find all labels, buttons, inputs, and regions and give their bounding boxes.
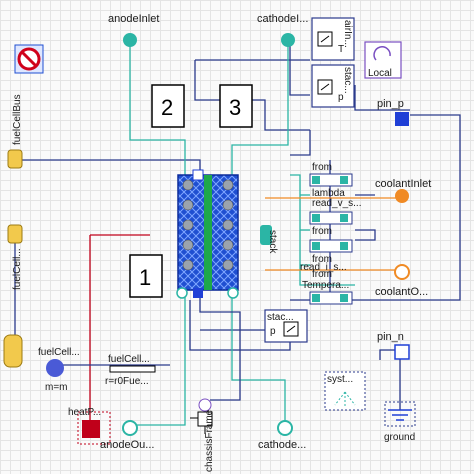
mass-ball-icon (46, 359, 64, 377)
svg-text:Tempera...: Tempera... (302, 280, 349, 291)
coolant-inlet-port[interactable] (395, 189, 409, 203)
svg-text:2: 2 (161, 95, 173, 120)
from-block-temperature[interactable]: from Tempera... (302, 269, 353, 305)
stack-cooling-block[interactable] (260, 225, 272, 245)
region-box-3: 3 (219, 84, 253, 128)
svg-text:m=m: m=m (45, 382, 68, 393)
pin-p-label: pin_p (377, 98, 404, 110)
cathode-inlet-label: cathodeI... (257, 13, 308, 25)
local-block[interactable]: Local (364, 41, 402, 79)
svg-text:fuelCellBus: fuelCellBus (12, 94, 23, 145)
electric-bus-plug[interactable] (3, 334, 23, 368)
local-arrow-icon (373, 46, 391, 61)
region-box-1: 1 (129, 254, 163, 298)
svg-text:stac...: stac... (267, 312, 294, 323)
fuel-cell-stack[interactable] (176, 169, 239, 299)
sensor-gauge-icon (317, 31, 333, 47)
anode-outlet-port[interactable] (122, 420, 138, 436)
pin-n-port[interactable] (394, 344, 410, 360)
pin-n-label: pin_n (377, 331, 404, 343)
fuel-cell-mass[interactable]: fuelCell... m=m (38, 347, 80, 393)
sensor-gauge-icon (283, 321, 299, 337)
chassis-icon[interactable]: chassisFrame (190, 398, 215, 472)
svg-text:chassisFrame: chassisFrame (204, 409, 215, 472)
svg-text:read_i_s...: read_i_s... (300, 262, 347, 273)
from-block-read-v[interactable]: read_v_s... from (309, 198, 361, 237)
svg-text:from: from (312, 254, 332, 265)
system-block[interactable]: syst... (324, 371, 366, 411)
svg-text:Local: Local (368, 68, 392, 79)
electric-wires (55, 295, 400, 401)
svg-text:T: T (338, 44, 344, 55)
svg-text:read_v_s...: read_v_s... (312, 198, 361, 209)
pin-p-port[interactable] (395, 112, 409, 126)
anode-inlet-port[interactable] (123, 33, 137, 47)
svg-text:stac...: stac... (342, 67, 353, 94)
gas-wires (129, 40, 355, 426)
svg-text:from: from (312, 226, 332, 237)
from-block-read-i[interactable]: from read_i_s... (300, 239, 353, 273)
cathode-outlet-label: cathode... (258, 439, 306, 451)
stack-pressure-sensor[interactable]: stac... p (311, 64, 355, 108)
from-block-lambda[interactable]: from lambda (309, 162, 353, 199)
fuel-cell-resistor[interactable]: fuelCell... r=r0Fue... (105, 354, 156, 387)
svg-text:from: from (312, 162, 332, 173)
svg-text:3: 3 (229, 95, 241, 120)
svg-text:r=r0Fue...: r=r0Fue... (105, 376, 149, 387)
coolant-outlet-label: coolantO... (375, 286, 428, 298)
cathode-outlet-port[interactable] (277, 420, 293, 436)
svg-text:p: p (270, 326, 276, 337)
svg-text:airIn...: airIn... (342, 20, 353, 48)
cathode-inlet-port[interactable] (281, 33, 295, 47)
heat-port-icon[interactable]: heatP... (68, 407, 111, 445)
svg-text:heatP...: heatP... (68, 407, 101, 418)
sensor-gauge-icon (317, 79, 333, 95)
stop-sign-icon[interactable] (14, 44, 44, 74)
svg-text:ground: ground (384, 432, 415, 443)
anode-inlet-label: anodeInlet (108, 13, 159, 25)
resistor-icon (109, 365, 156, 373)
coolant-inlet-label: coolantInlet (375, 178, 431, 190)
anode-outlet-label: anodeOu... (100, 439, 154, 451)
svg-text:fuelCell...: fuelCell... (12, 248, 23, 290)
svg-text:fuelCell...: fuelCell... (38, 347, 80, 358)
coolant-outlet-port[interactable] (394, 264, 410, 280)
stack-pressure-sensor-bottom[interactable]: stac... p (264, 309, 308, 343)
region-box-2: 2 (151, 84, 185, 128)
heat-wires (89, 234, 150, 428)
coolant-wires (265, 197, 400, 271)
stack-label: stack (267, 230, 278, 254)
fuel-cell-left-connector[interactable]: fuelCell... (7, 224, 23, 290)
svg-text:lambda: lambda (312, 188, 345, 199)
svg-text:fuelCell...: fuelCell... (108, 354, 150, 365)
air-inlet-sensor[interactable]: airIn... T (311, 17, 355, 61)
svg-text:p: p (338, 92, 344, 103)
svg-text:syst...: syst... (327, 374, 353, 385)
svg-text:1: 1 (139, 265, 151, 290)
svg-text:from: from (312, 269, 332, 280)
ground-icon[interactable]: ground (384, 401, 416, 443)
fuel-cell-bus-connector[interactable]: fuelCellBus (7, 94, 23, 169)
